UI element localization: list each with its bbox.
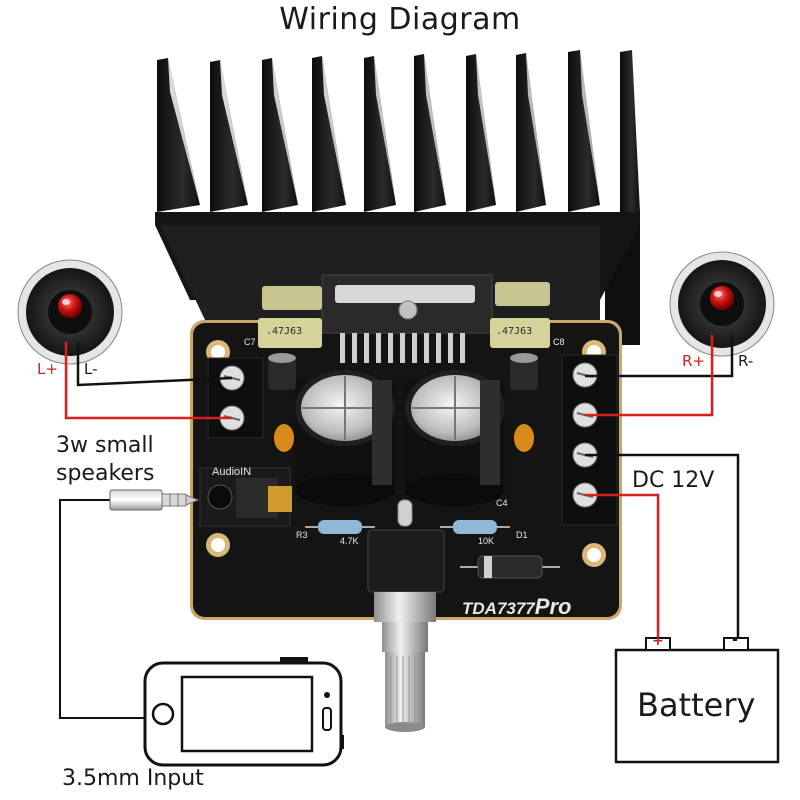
audio-in-silkscreen: AudioIN [212,466,252,478]
film-capacitor-c7 [258,286,322,348]
left-plus-label: L+ [37,360,58,378]
battery-label: Battery [637,686,756,724]
wire-right-plus [585,335,714,417]
film-cap-c7-label: .47J63 [266,326,303,337]
diode [460,555,560,579]
c7-silkscreen: C7 [244,337,256,347]
audio-plug [109,489,200,511]
r3-silkscreen: R3 [296,530,308,540]
right-minus-label: R- [738,352,754,370]
electrolytic-capacitor [405,370,505,506]
board-model: TDA7377Pro [462,594,571,620]
wire-power-positive [585,493,660,645]
power-label: DC 12V [632,468,715,493]
speaker-terminal-left [207,357,264,439]
wire-right-minus [585,335,734,378]
resistor-4k7-silkscreen: 4.7K [340,536,359,546]
mounting-hole [206,533,230,557]
right-plus-label: R+ [682,352,705,370]
ceramic-capacitor [274,424,294,452]
battery-minus-label: - [732,632,738,648]
board-model-suffix: Pro [534,594,572,619]
film-cap-c8-label: .47J63 [496,326,533,337]
volume-knob[interactable] [367,529,445,732]
battery-icon [614,637,780,764]
speaker-power-terminal-right [561,354,618,526]
mounting-hole [582,543,606,567]
resistor [440,520,510,534]
heatsink [155,50,640,345]
wire-left-plus [64,342,232,420]
resistor-10k-silkscreen: 10K [478,536,495,546]
small-capacitor [268,353,296,390]
left-minus-label: L- [84,360,98,378]
battery-plus-label: + [652,633,664,649]
amplifier-ic [321,274,493,363]
speakers-label: 3w small speakers [56,433,155,486]
ceramic-capacitor [514,424,534,452]
power-led [397,499,413,527]
d1-silkscreen: D1 [516,530,528,540]
wire-power-negative [585,453,740,645]
speaker-left [17,259,123,365]
input-label: 3.5mm Input [62,766,204,791]
audio-input-jack [199,467,292,527]
film-capacitor-c8 [490,282,550,348]
resistor [305,520,375,534]
small-capacitor [510,353,538,390]
c8-silkscreen: C8 [553,337,565,347]
speaker-right [669,251,775,357]
diagram-title: Wiring Diagram [279,2,521,37]
board-model-prefix: TDA7377 [462,599,535,618]
wire-left-minus [76,342,233,387]
heatsink-fins [157,50,640,212]
c4-silkscreen: C4 [496,498,508,508]
phone-icon [143,657,344,767]
electrolytic-capacitor [295,370,395,506]
wire-audio-input [59,499,150,719]
